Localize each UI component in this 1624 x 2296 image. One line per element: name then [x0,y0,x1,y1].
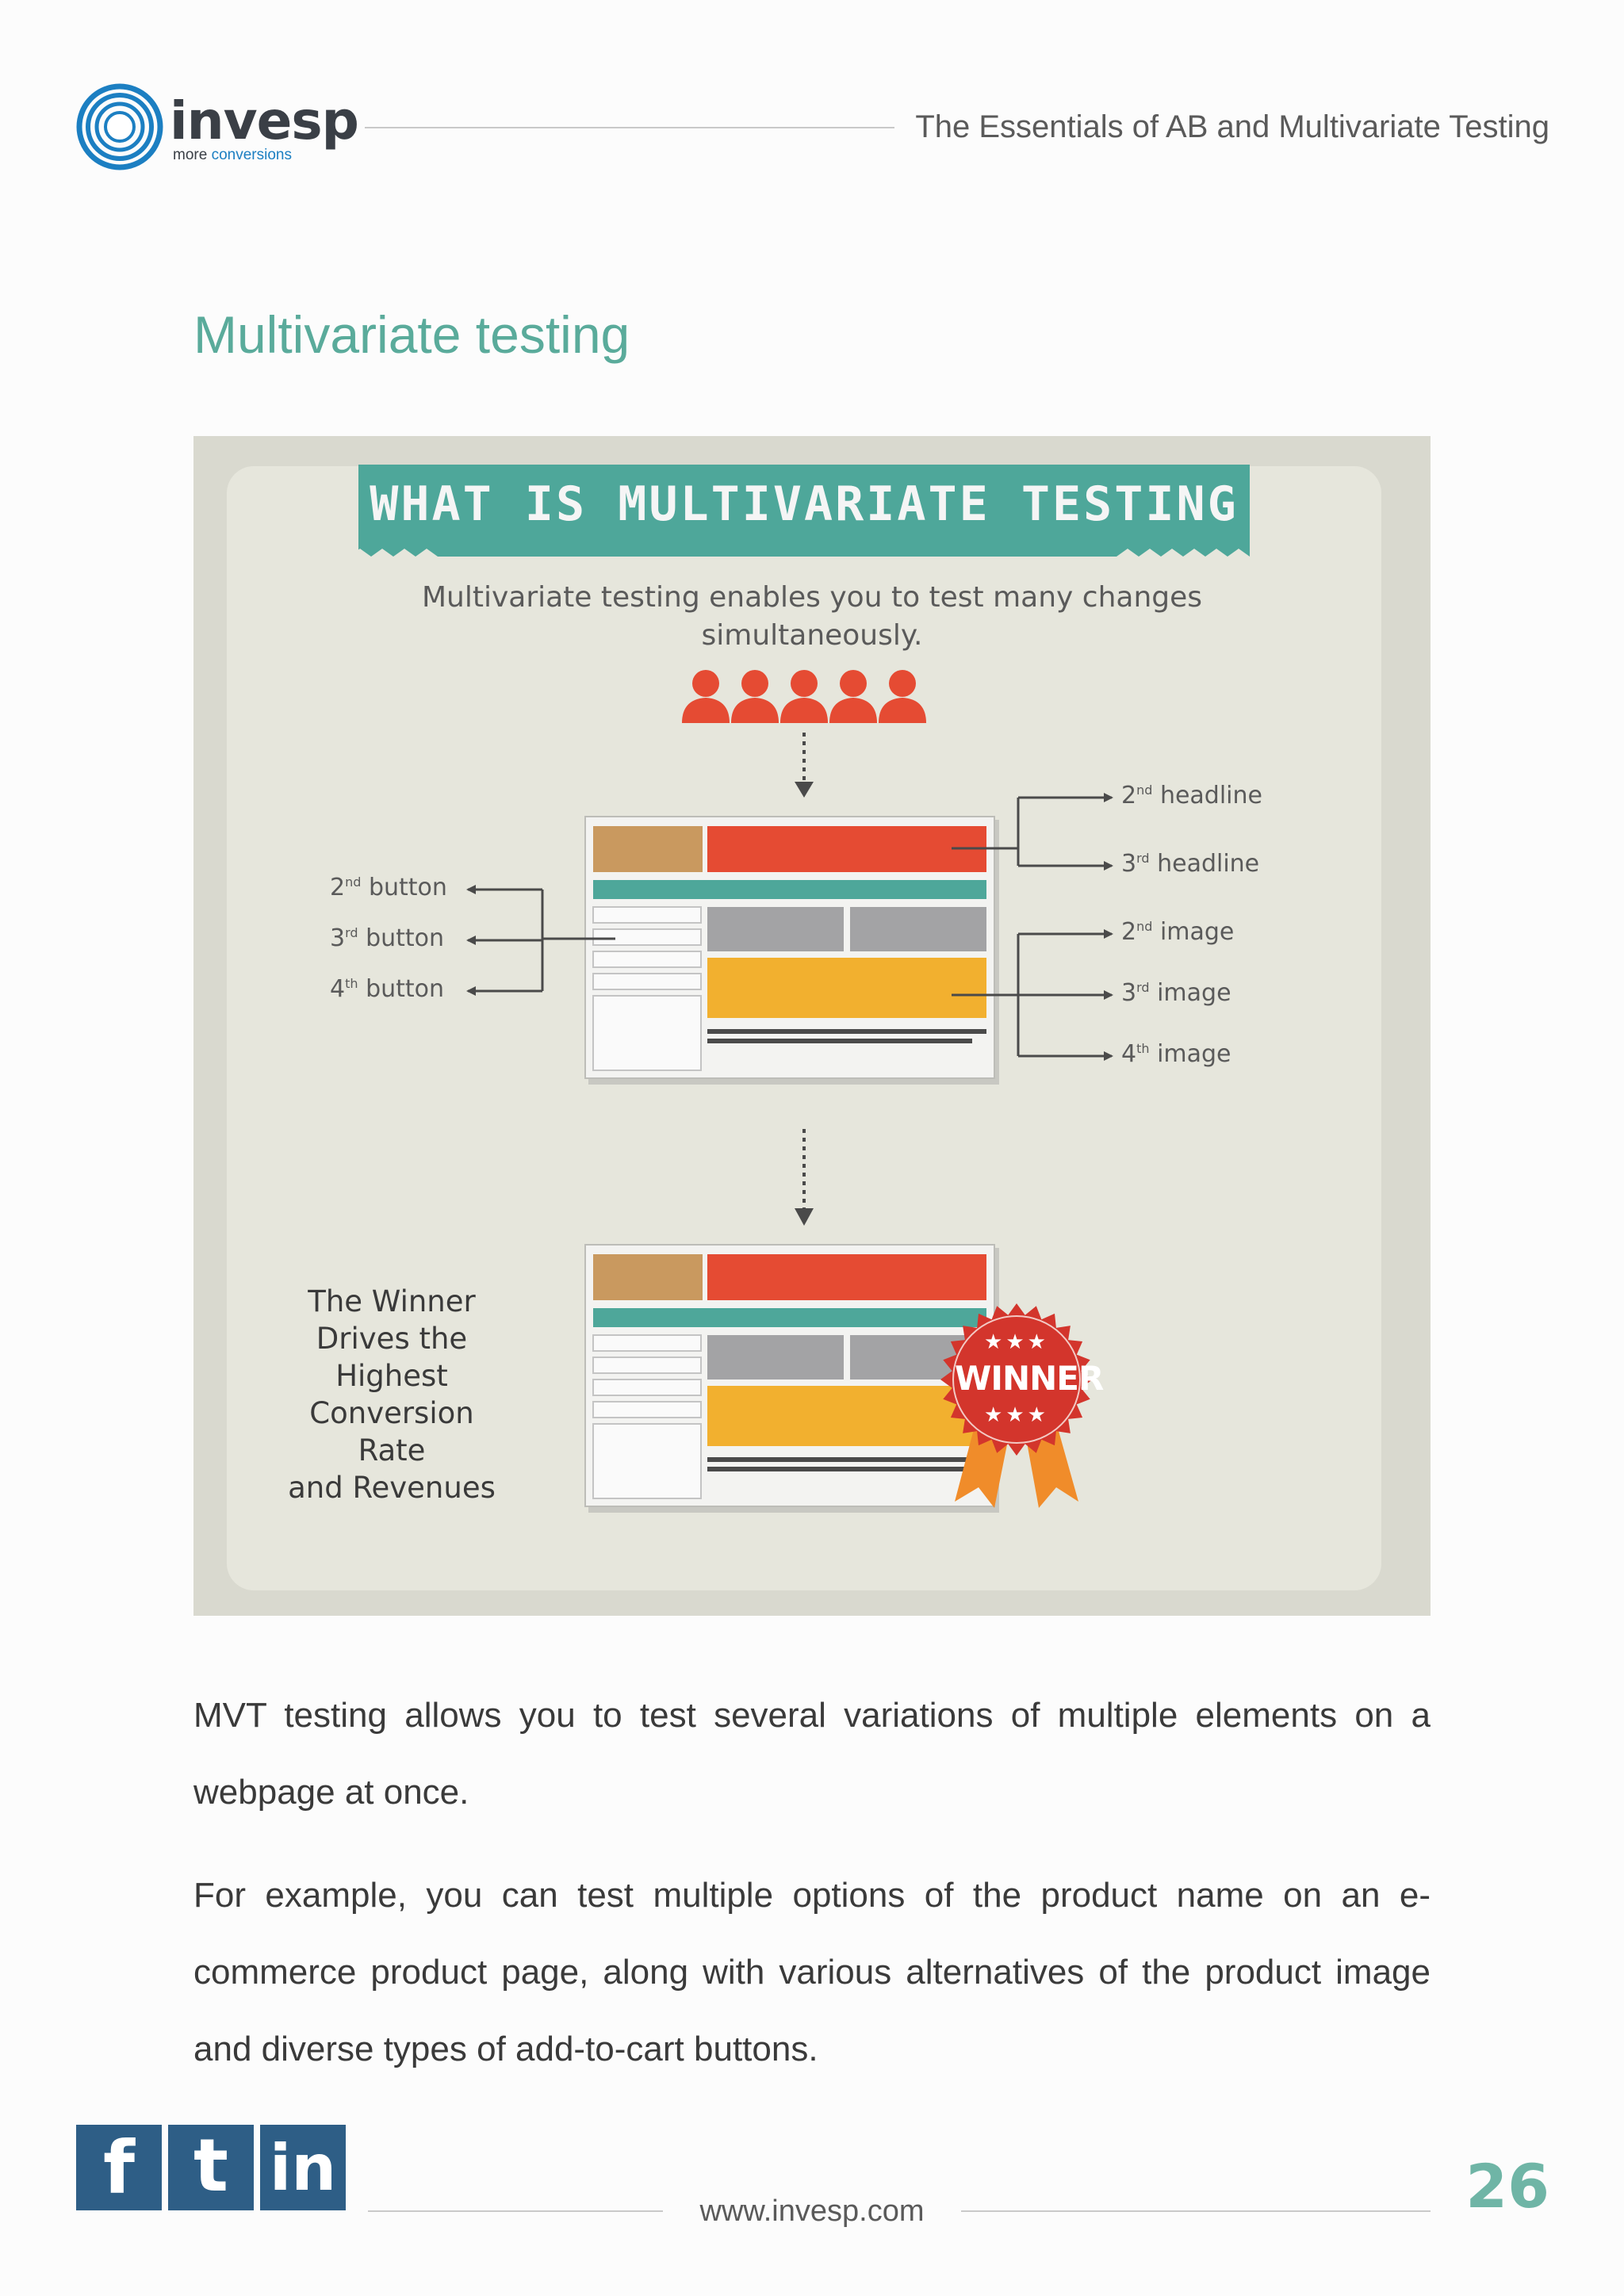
down-arrow-2-icon [795,1129,814,1226]
body-paragraph-1: MVT testing allows you to test several v… [193,1696,1431,1812]
logo-rings-icon [76,83,163,170]
logo-tagline-conversions: conversions [211,147,292,163]
webpage-mockup-winner [584,1244,999,1513]
mvt-diagram [466,670,1113,1513]
logo-wordmark: invesp [170,90,359,151]
logo-tagline-more: more [173,147,208,163]
people-group-icon [682,670,926,723]
button-connectors [466,885,615,996]
ordinal: 2 [330,874,346,901]
label-2nd-image: 2nd image [1121,918,1234,946]
ordinal-suffix: rd [345,925,358,940]
down-arrow-1-icon [795,733,814,798]
ordinal-suffix: th [345,976,358,991]
label-4th-button: 4th button [330,975,444,1003]
ordinal: 2 [1121,782,1137,809]
winner-caption-line: Drives the [316,1322,468,1356]
label-text: button [366,975,445,1003]
multivariate-infographic: WHAT IS MULTIVARIATE TESTING Multivariat… [193,436,1431,1616]
header-divider [365,127,894,128]
badge-winner-text: WINNER [955,1359,1104,1398]
ordinal: 3 [1121,850,1137,878]
label-3rd-headline: 3rd headline [1121,850,1259,878]
winner-caption-line: The Winner [308,1284,476,1318]
ordinal-suffix: th [1136,1041,1150,1056]
ordinal: 3 [1121,979,1137,1007]
linkedin-icon[interactable]: in [260,2125,346,2210]
label-text: image [1157,979,1231,1007]
ordinal-suffix: nd [345,874,362,890]
label-2nd-button: 2nd button [330,874,447,901]
page-number: 26 [1465,2151,1549,2221]
footer-divider-left [368,2210,663,2212]
winner-caption: The Winner Drives the Highest Conversion… [273,1283,511,1506]
ordinal-suffix: nd [1136,783,1153,798]
ordinal: 3 [330,924,346,952]
label-text: headline [1159,782,1262,809]
ordinal-suffix: rd [1136,980,1150,995]
banner-ribbon [358,465,1250,557]
banner-title: WHAT IS MULTIVARIATE TESTING [370,476,1239,532]
logo-tagline: more conversions [173,147,292,163]
winner-caption-line: and Revenues [288,1471,496,1505]
headline-connectors [952,793,1113,871]
twitter-icon[interactable]: t [168,2125,254,2210]
label-text: button [368,874,447,901]
facebook-icon[interactable]: f [76,2125,162,2210]
ordinal-suffix: nd [1136,919,1153,934]
footer-divider-right [961,2210,1431,2212]
winner-caption-line: Highest [335,1359,448,1393]
ordinal: 2 [1121,918,1137,946]
winner-badge-icon [940,1303,1093,1508]
label-text: image [1157,1040,1231,1068]
label-text: button [366,924,445,952]
label-4th-image: 4th image [1121,1040,1231,1068]
badge-stars-bottom: ★★★ [984,1403,1049,1427]
winner-caption-line: Conversion Rate [309,1396,474,1468]
ordinal: 4 [1121,1040,1137,1068]
badge-stars-top: ★★★ [984,1330,1049,1354]
document-title: The Essentials of AB and Multivariate Te… [915,109,1549,144]
label-text: headline [1157,850,1260,878]
ordinal-suffix: rd [1136,851,1150,866]
label-3rd-image: 3rd image [1121,979,1231,1007]
label-2nd-headline: 2nd headline [1121,782,1262,809]
ordinal: 4 [330,975,346,1003]
section-title: Multivariate testing [193,305,630,364]
label-3rd-button: 3rd button [330,924,444,952]
footer-url-link[interactable]: www.invesp.com [699,2195,925,2228]
webpage-mockup-variations [584,816,999,1085]
image-connectors [952,929,1113,1061]
body-paragraph-2: For example, you can test multiple optio… [193,1876,1431,2068]
label-text: image [1159,918,1235,946]
infographic-subtitle: Multivariate testing enables you to test… [421,581,1203,652]
invesp-logo [76,82,163,171]
